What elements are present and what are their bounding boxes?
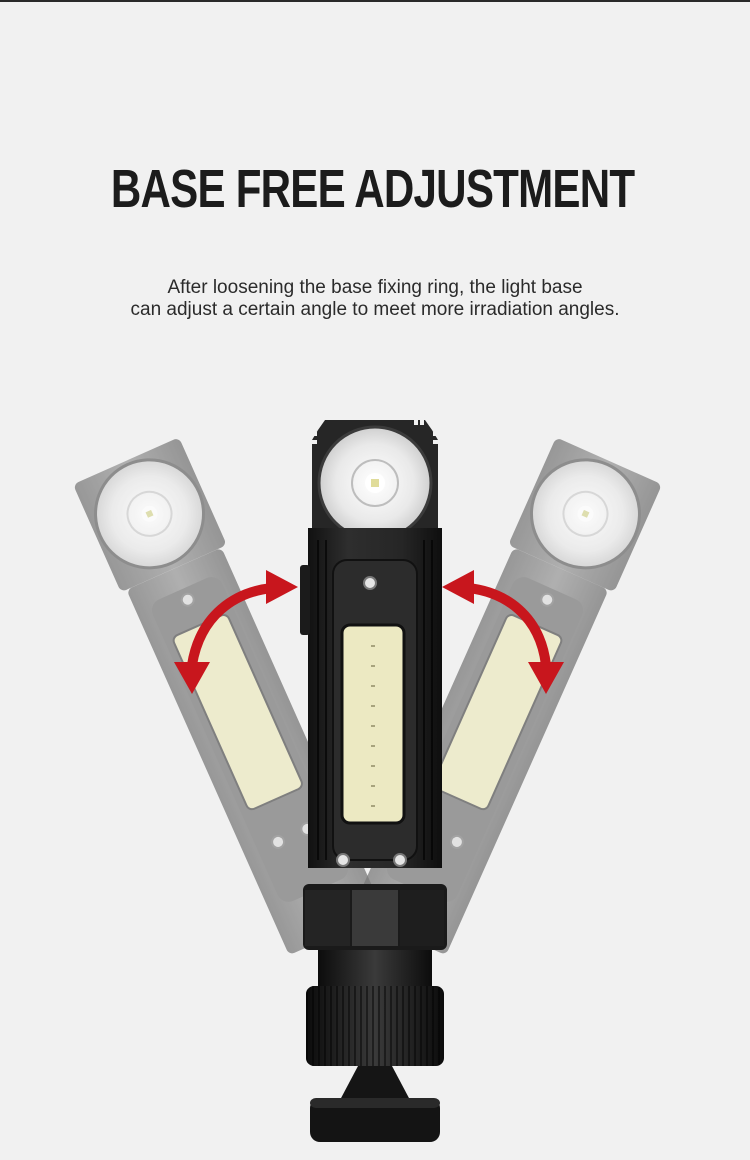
- page-title: BASE FREE ADJUSTMENT: [110, 159, 635, 219]
- feature-description: After loosening the base fixing ring, th…: [0, 277, 750, 321]
- description-line-2: can adjust a certain angle to meet more …: [130, 299, 620, 320]
- product-illustration: [0, 400, 750, 1160]
- description-line-1: After loosening the base fixing ring, th…: [167, 277, 583, 298]
- left-rotation-arrow: [187, 583, 273, 666]
- right-rotation-arrow: [467, 583, 551, 666]
- top-border: [0, 0, 750, 2]
- main-flashlight: [300, 420, 447, 1142]
